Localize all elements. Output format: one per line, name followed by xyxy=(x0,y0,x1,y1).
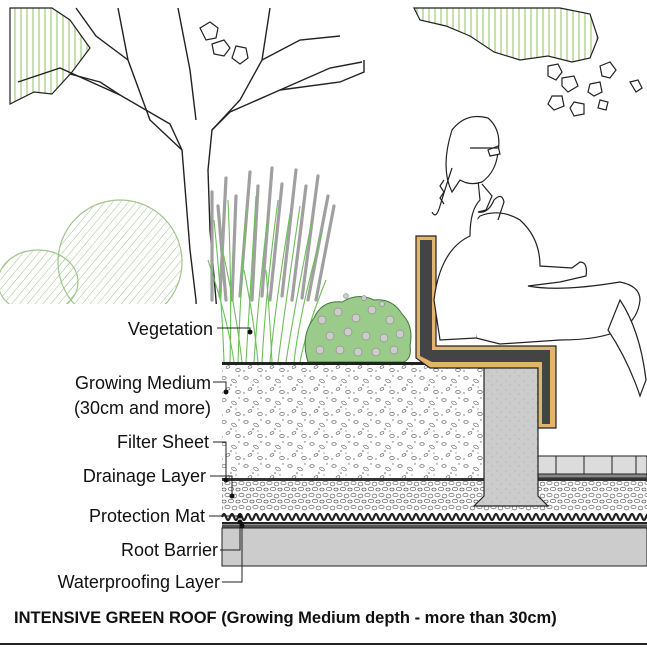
label-waterproofing-layer: Waterproofing Layer xyxy=(57,572,220,592)
tree-leaves xyxy=(199,21,643,117)
flowering-shrub xyxy=(304,293,412,363)
label-filter-sheet: Filter Sheet xyxy=(116,432,209,452)
ornamental-grass-grey xyxy=(210,166,336,302)
growing-medium xyxy=(222,364,484,480)
seated-person xyxy=(431,115,647,398)
waterproofing-layer xyxy=(222,525,647,528)
leader-lines xyxy=(209,327,251,583)
label-vegetation: Vegetation xyxy=(127,319,213,339)
label-drainage-layer: Drainage Layer xyxy=(82,466,206,486)
label-root-barrier: Root Barrier xyxy=(120,540,218,560)
tree-canopy-left xyxy=(9,7,91,105)
root-barrier xyxy=(222,522,647,525)
tree xyxy=(17,7,365,363)
protection-mat-wave xyxy=(220,512,647,522)
filter-sheet xyxy=(222,478,647,481)
label-protection-mat: Protection Mat xyxy=(88,506,205,526)
bottom-rule xyxy=(0,643,647,645)
drainage-layer xyxy=(222,481,647,511)
leader-dots xyxy=(223,329,253,529)
label-growing-medium-depth: (30cm and more) xyxy=(73,398,211,418)
ornamental-grass-green xyxy=(207,195,327,363)
paving xyxy=(535,455,647,479)
structural-slab xyxy=(221,527,647,567)
tree-canopy-right xyxy=(413,7,599,63)
label-growing-medium: Growing Medium xyxy=(74,373,211,393)
figure-caption: INTENSIVE GREEN ROOF (Growing Medium dep… xyxy=(14,609,557,627)
bench-support-column xyxy=(472,361,550,507)
